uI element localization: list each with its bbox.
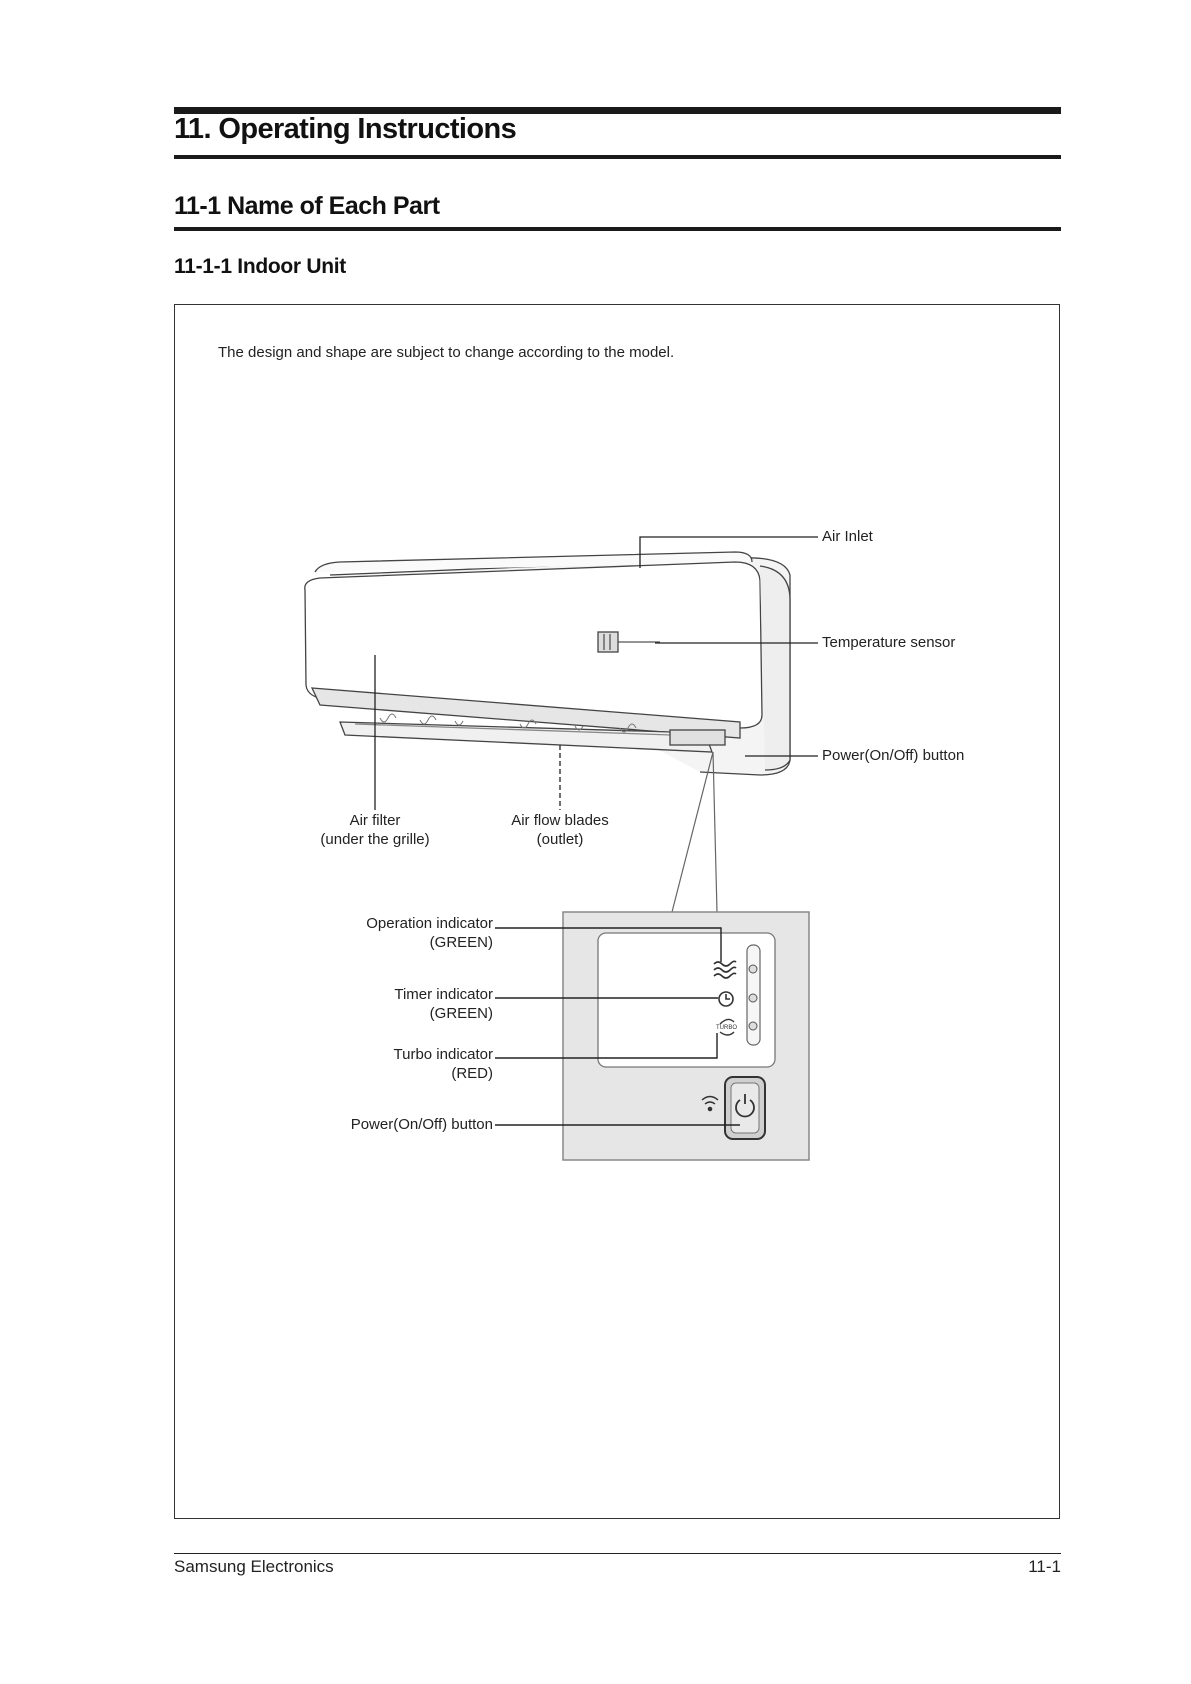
label-air-inlet: Air Inlet bbox=[822, 528, 873, 545]
label-turbo-indicator-line1: Turbo indicator bbox=[393, 1046, 494, 1063]
label-air-filter-line2: (under the grille) bbox=[320, 831, 430, 848]
label-operation-indicator: Operation indicator (GREEN) bbox=[300, 914, 493, 952]
label-air-flow-blades: Air flow blades (outlet) bbox=[490, 811, 630, 849]
label-air-flow-line2: (outlet) bbox=[536, 831, 584, 848]
timer-clock-icon bbox=[718, 991, 734, 1007]
label-timer-indicator-line1: Timer indicator bbox=[394, 986, 493, 1003]
air-conditioner-unit-illustration bbox=[304, 551, 791, 776]
label-power-button-panel: Power(On/Off) button bbox=[350, 1116, 493, 1133]
svg-text:TURBO: TURBO bbox=[716, 1025, 737, 1031]
power-icon bbox=[735, 1094, 755, 1118]
label-timer-indicator: Timer indicator (GREEN) bbox=[300, 985, 493, 1023]
footer-rule bbox=[174, 1553, 1061, 1554]
footer-page-number: 11-1 bbox=[1028, 1557, 1061, 1576]
wifi-icon bbox=[701, 1095, 719, 1112]
chapter-underline bbox=[174, 155, 1061, 159]
label-turbo-indicator-line2: (RED) bbox=[451, 1065, 493, 1082]
label-power-button-unit: Power(On/Off) button bbox=[822, 747, 965, 764]
footer-company: Samsung Electronics bbox=[174, 1557, 334, 1576]
figure-frame bbox=[174, 304, 1060, 1519]
section-title: 11-1 Name of Each Part bbox=[174, 192, 440, 220]
operation-wave-icon bbox=[713, 960, 737, 979]
label-operation-indicator-line2: (GREEN) bbox=[429, 934, 493, 951]
section-underline bbox=[174, 227, 1061, 231]
figure-note: The design and shape are subject to chan… bbox=[218, 344, 675, 361]
label-temperature-sensor: Temperature sensor bbox=[822, 634, 956, 651]
label-air-flow-line1: Air flow blades bbox=[511, 812, 609, 829]
subsection-title: 11-1-1 Indoor Unit bbox=[174, 255, 346, 278]
chapter-title: 11. Operating Instructions bbox=[174, 113, 517, 145]
turbo-icon: TURBO bbox=[716, 1018, 737, 1036]
top-rule bbox=[174, 107, 1061, 114]
label-air-filter: Air filter (under the grille) bbox=[305, 811, 445, 849]
label-turbo-indicator: Turbo indicator (RED) bbox=[300, 1045, 494, 1083]
label-timer-indicator-line2: (GREEN) bbox=[429, 1005, 493, 1022]
label-air-filter-line1: Air filter bbox=[349, 812, 401, 829]
control-panel-zoom: TURBO bbox=[562, 911, 810, 1161]
label-operation-indicator-line1: Operation indicator bbox=[366, 915, 493, 932]
